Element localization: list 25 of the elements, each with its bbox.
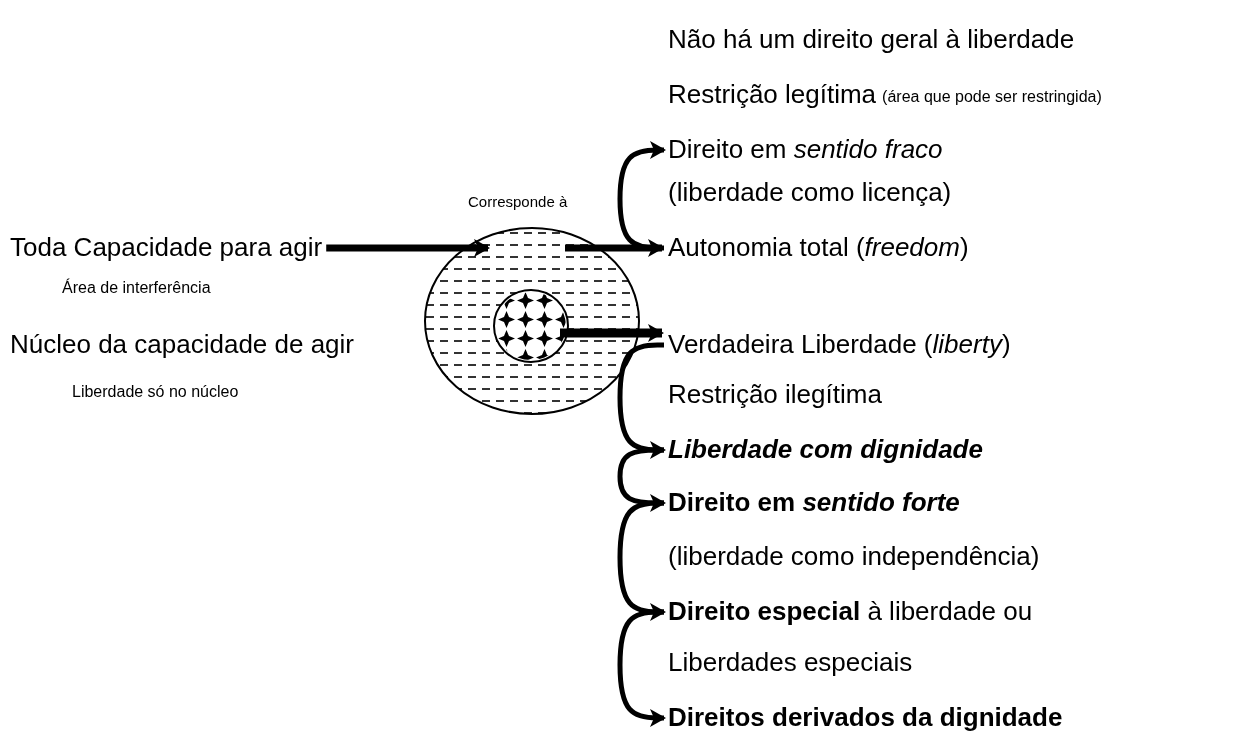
label-text: (liberdade como licença) xyxy=(668,178,952,208)
label-text: Corresponde à xyxy=(468,193,568,211)
label-text: (liberdade como independência) xyxy=(668,542,1040,572)
curved-arrow xyxy=(617,500,666,621)
statement-text: Verdadeira Liberdade (liberty) xyxy=(668,330,1011,360)
statement-text: Direito em sentido forte xyxy=(668,488,960,518)
curved-arrow xyxy=(617,447,666,512)
label-text: Restrição ilegítima xyxy=(668,380,882,410)
statement-text: Direito em sentido fraco xyxy=(668,135,943,165)
curved-arrow xyxy=(617,141,666,251)
label-text: Restrição legítima xyxy=(668,80,877,110)
arrow xyxy=(560,324,664,342)
label-text: Núcleo da capacidade de agir xyxy=(10,330,355,360)
label-text: (área que pode ser restringida) xyxy=(882,87,1102,107)
label-text: Área de interferência xyxy=(62,278,211,298)
label-text: Liberdade só no núcleo xyxy=(72,382,239,402)
statement-text: Direitos derivados da dignidade xyxy=(668,703,1063,733)
curved-arrow xyxy=(617,342,666,459)
curved-arrow xyxy=(617,609,666,727)
label-text: Liberdades especiais xyxy=(668,648,913,678)
statement-text: Autonomia total (freedom) xyxy=(668,233,969,263)
statement-text: Liberdade com dignidade xyxy=(668,435,983,465)
statement-text: Direito especial à liberdade ou xyxy=(668,597,1033,627)
statement-text: Toda Capacidade para agir xyxy=(10,233,323,263)
label-text: Não há um direito geral à liberdade xyxy=(668,25,1075,55)
